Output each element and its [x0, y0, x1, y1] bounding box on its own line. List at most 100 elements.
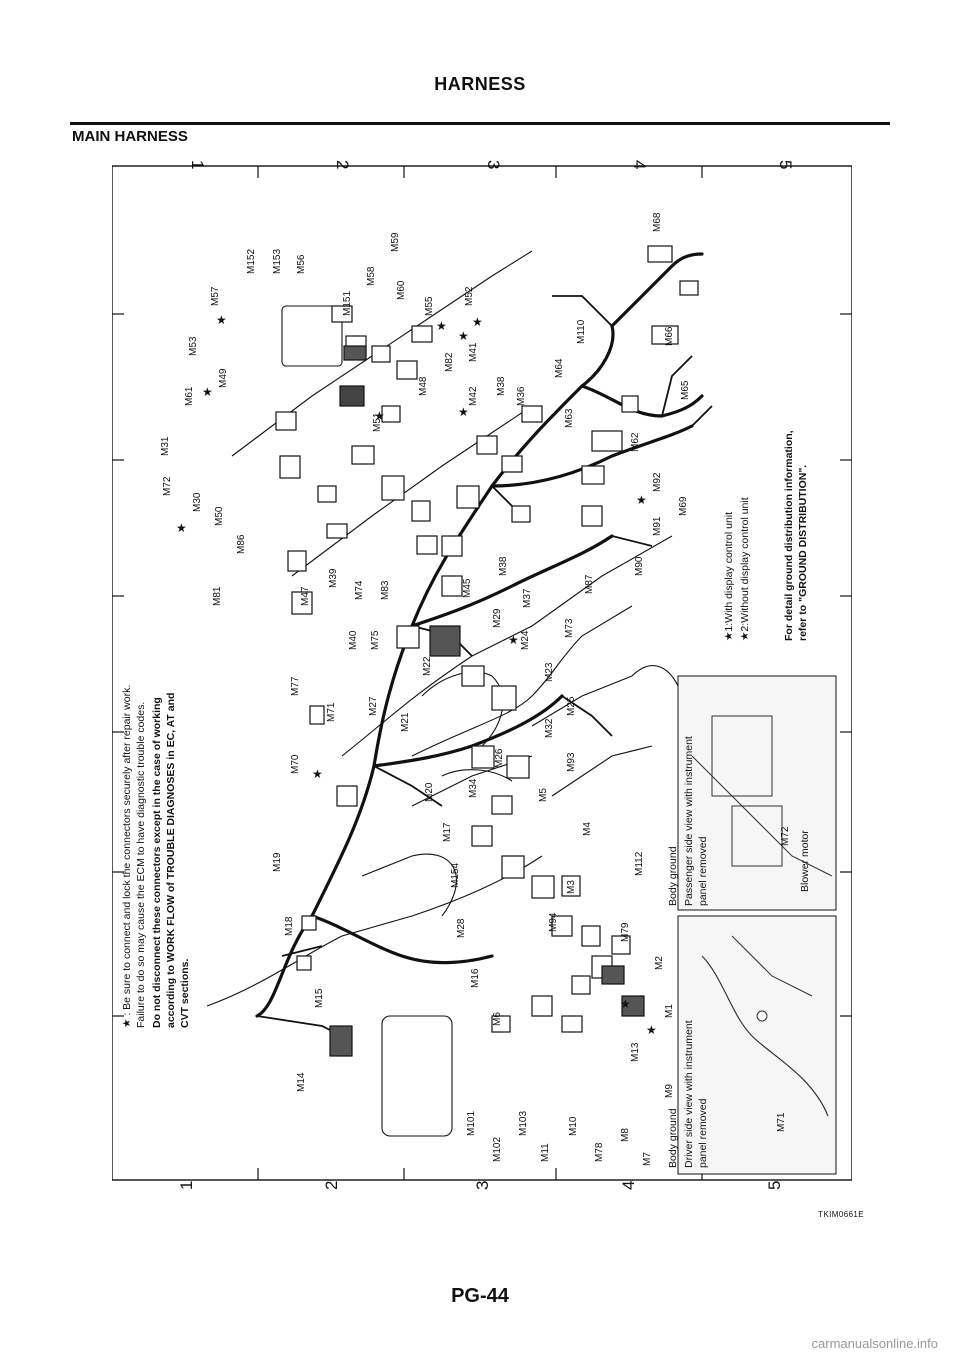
inset-driver-heading: Body ground	[667, 1108, 679, 1168]
note-bold-line-2: according to WORK FLOW of TROUBLE DIAGNO…	[165, 693, 177, 1028]
connector-m79: M79	[620, 922, 631, 942]
legend-ground-1: For detail ground distribution informati…	[783, 430, 795, 641]
connector-m73: M73	[564, 618, 575, 638]
connector-m65: M65	[680, 380, 691, 400]
connector-m94: M94	[548, 912, 559, 932]
connector-m154: M154	[450, 863, 461, 888]
connector-m92: M92	[652, 472, 663, 492]
connector-m38a: M38	[496, 376, 507, 396]
grid-row-5-bottom: 5	[765, 1181, 784, 1190]
grid-row-2-bottom: 2	[322, 1181, 341, 1190]
connector-m29: M29	[492, 608, 503, 628]
connector-m72: M72	[162, 476, 173, 496]
connector-m31: M31	[160, 436, 171, 456]
inset-passenger-side	[677, 675, 837, 911]
connector-m3: M3	[566, 880, 577, 894]
connector-m101: M101	[466, 1111, 477, 1136]
svg-text:★: ★	[472, 315, 483, 329]
connector-m70: M70	[290, 754, 301, 774]
connector-labels: M14 M15 M18 M19 M70 M71 M77 M81 M86 M47 …	[160, 212, 791, 1166]
connector-m10: M10	[568, 1116, 579, 1136]
connector-m57: M57	[210, 286, 221, 306]
connector-m9: M9	[664, 1084, 675, 1098]
connector-m13: M13	[630, 1042, 641, 1062]
connector-m1: M1	[664, 1004, 675, 1018]
connector-m25: M25	[566, 696, 577, 716]
connector-m61: M61	[184, 386, 195, 406]
connector-m11: M11	[540, 1143, 551, 1162]
connector-m4: M4	[582, 822, 593, 836]
critical-stars: ★★★ ★★★ ★★★ ★★★ ★	[176, 313, 657, 1037]
harness-trunk	[255, 252, 704, 1018]
connector-blocks	[275, 245, 699, 1057]
grid-row-4-top: 4	[630, 160, 649, 169]
note-star-line-2: Failure to do so may cause the ECM to ha…	[135, 702, 147, 1028]
connector-m6: M6	[492, 1012, 503, 1026]
connector-m17: M17	[442, 822, 453, 842]
svg-text:★: ★	[436, 319, 447, 333]
svg-text:★: ★	[508, 633, 519, 647]
svg-text:★: ★	[458, 405, 469, 419]
connector-m27: M27	[368, 696, 379, 716]
note-bold-line-1: Do not disconnect these connectors excep…	[151, 697, 163, 1028]
connector-m112: M112	[634, 851, 645, 876]
connector-m8: M8	[620, 1128, 631, 1142]
svg-text:★: ★	[176, 521, 187, 535]
connector-m68: M68	[652, 212, 663, 232]
connector-m62: M62	[630, 432, 641, 452]
legend-ground-2: refer to "GROUND DISTRIBUTION".	[797, 465, 809, 641]
connector-m53: M53	[188, 336, 199, 356]
section-title: MAIN HARNESS	[72, 128, 188, 145]
connector-m30: M30	[192, 492, 203, 512]
connector-m151: M151	[342, 291, 353, 316]
connector-m14: M14	[296, 1072, 307, 1092]
connector-m48: M48	[418, 376, 429, 396]
figure-id: TKIM0661E	[818, 1210, 864, 1219]
connector-m77: M77	[290, 676, 301, 696]
connector-m152: M152	[246, 249, 257, 274]
connector-m153: M153	[272, 249, 283, 274]
connector-m19: M19	[272, 852, 283, 872]
svg-text:★: ★	[620, 997, 631, 1011]
connector-m81: M81	[212, 586, 223, 606]
connector-m63: M63	[564, 408, 575, 428]
connector-m87: M87	[584, 574, 595, 594]
connector-m64: M64	[554, 358, 565, 378]
connector-m7: M7	[642, 1152, 653, 1166]
legend-star1: ★1:With display control unit	[723, 512, 735, 641]
frame-ticks	[112, 166, 852, 1180]
svg-text:★: ★	[458, 329, 469, 343]
connector-m86: M86	[236, 534, 247, 554]
connector-m45: M45	[462, 578, 473, 598]
connector-m32: M32	[544, 718, 555, 738]
inset-connector-m71: M71	[776, 1112, 787, 1132]
connector-m59: M59	[390, 232, 401, 252]
connector-m26: M26	[494, 748, 505, 768]
connector-m56: M56	[296, 254, 307, 274]
connector-m83: M83	[380, 580, 391, 600]
connector-m102: M102	[492, 1137, 503, 1162]
connector-m21: M21	[400, 712, 411, 732]
grid-row-4-bottom: 4	[619, 1181, 638, 1190]
svg-text:★: ★	[374, 409, 385, 423]
svg-text:★: ★	[216, 313, 227, 327]
page-header-title: HARNESS	[434, 74, 526, 94]
svg-text:★: ★	[312, 767, 323, 781]
svg-text:★: ★	[636, 493, 647, 507]
connector-m71: M71	[326, 702, 337, 722]
note-star-line-1: ★ : Be sure to connect and lock the conn…	[121, 685, 133, 1028]
inset-driver-side	[677, 915, 837, 1175]
connector-m60: M60	[396, 280, 407, 300]
connector-m38b: M38	[498, 556, 509, 576]
connector-m42: M42	[468, 386, 479, 406]
connector-m2: M2	[654, 956, 665, 970]
connector-m36: M36	[516, 386, 527, 406]
grid-row-5-top: 5	[776, 160, 795, 169]
harness-diagram: 1 2 3 4 5 1 2 3 4 5 A B C D E F G A B C …	[112, 160, 852, 1190]
connector-m49: M49	[218, 368, 229, 388]
dashboard-outline	[206, 250, 683, 1137]
connector-m24: M24	[520, 630, 531, 650]
connector-m66: M66	[664, 326, 675, 346]
connector-m47: M47	[300, 586, 311, 606]
inset-connector-m72: M72	[780, 826, 791, 846]
